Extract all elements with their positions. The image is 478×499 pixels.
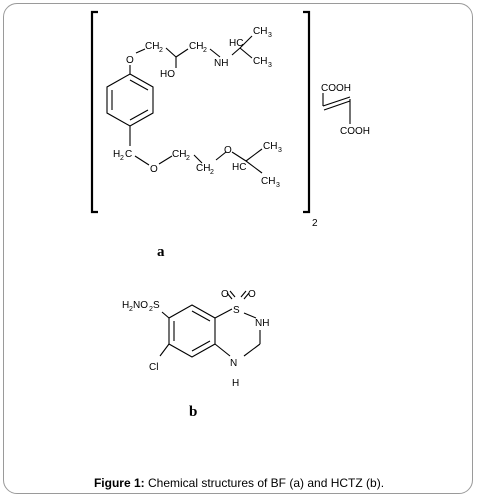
atom-n-bottom: N xyxy=(230,358,237,369)
caption-text: Chemical structures of BF (a) and HCTZ (… xyxy=(144,476,385,490)
structure-b xyxy=(159,290,261,358)
atom-ch3-top-1-sub: 3 xyxy=(268,32,272,39)
fumarate-cooh-top: COOH xyxy=(321,83,351,94)
structure-a-labels: O CH 2 HO CH 2 NH HC CH 3 CH 3 H 2 C O C… xyxy=(113,26,370,229)
structure-a xyxy=(90,10,351,214)
atom-ch3-top-2: CH xyxy=(253,56,267,67)
atom-ch3-bot-2: CH xyxy=(261,176,275,187)
figure-caption: Figure 1: Chemical structures of BF (a) … xyxy=(0,476,478,490)
benzene-ring-a xyxy=(106,73,154,127)
atom-h-bottom: H xyxy=(232,378,239,389)
atom-ch2-4-sub: 2 xyxy=(210,169,214,176)
atom-sulfonamide-h: H xyxy=(122,300,129,311)
atom-o-right: O xyxy=(248,289,256,300)
atom-ch3-bot-2-sub: 3 xyxy=(276,182,280,189)
atom-h2c-sub: 2 xyxy=(120,155,124,162)
panel-label-b: b xyxy=(189,404,197,420)
atom-ch2-1: CH xyxy=(145,41,159,52)
atom-ch2-3-sub: 2 xyxy=(186,155,190,162)
atom-o-mid: O xyxy=(150,164,158,175)
atom-hc-top: HC xyxy=(229,38,243,49)
atom-ch3-top-1: CH xyxy=(253,26,267,37)
atom-sulfonamide-s: S xyxy=(153,300,160,311)
caption-prefix: Figure 1: xyxy=(93,476,145,490)
atom-s-ring: S xyxy=(233,305,240,316)
atom-o-top: O xyxy=(126,55,134,66)
atom-ch3-bot-1-sub: 3 xyxy=(278,147,282,154)
atom-ch3-top-2-sub: 3 xyxy=(268,62,272,69)
atom-ch2-1-sub: 2 xyxy=(159,47,163,54)
atom-ch2-2-sub: 2 xyxy=(203,47,207,54)
atom-hc-bot: HC xyxy=(232,162,246,173)
atom-o-right: O xyxy=(224,145,232,156)
bracket-left xyxy=(90,10,98,214)
fumaric-acid xyxy=(322,93,351,124)
structure-b-labels: O O S NH N H Cl H 2 NO 2 S xyxy=(122,289,269,389)
panel-label-a: a xyxy=(157,244,165,260)
atom-sulfonamide-no: NO xyxy=(133,300,148,311)
atom-cl: Cl xyxy=(149,362,158,373)
atom-ch2-3: CH xyxy=(172,149,186,160)
atom-h2c-h: H xyxy=(113,149,120,160)
figure-frame xyxy=(3,3,473,494)
atom-sulfonamide-sub-1: 2 xyxy=(129,306,133,313)
fumarate-cooh-bottom: COOH xyxy=(340,126,370,137)
bracket-right xyxy=(303,10,311,214)
atom-ch2-4: CH xyxy=(196,163,210,174)
atom-ch3-bot-1: CH xyxy=(263,141,277,152)
bracket-multiplier: 2 xyxy=(312,218,318,229)
atom-h2c-c: C xyxy=(125,149,132,160)
atom-nh-top: NH xyxy=(255,318,269,329)
atom-o-left: O xyxy=(221,289,229,300)
atom-sulfonamide-sub-2: 2 xyxy=(149,306,153,313)
benzene-ring-b xyxy=(168,304,216,358)
atom-nh: NH xyxy=(214,58,228,69)
atom-ho: HO xyxy=(160,69,175,80)
atom-ch2-2: CH xyxy=(189,41,203,52)
